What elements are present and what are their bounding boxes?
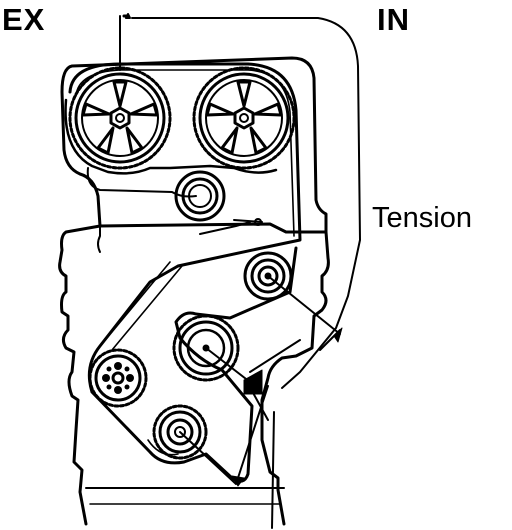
- intake-cam-gear: [192, 66, 296, 170]
- oil-pump-sprocket: [88, 348, 148, 408]
- engine-block-outline: [58, 56, 330, 526]
- tensioner-pulley: [243, 251, 293, 301]
- exhaust-label: EX: [2, 2, 46, 37]
- tension-label: Tension: [372, 202, 472, 234]
- exhaust-cam-gear: [68, 66, 172, 170]
- crankshaft-sprocket: [152, 404, 208, 460]
- timing-mark-lines: [119, 13, 361, 529]
- timing-belt: [64, 62, 302, 483]
- intake-label: IN: [377, 2, 410, 37]
- idler-pulley: [174, 170, 226, 222]
